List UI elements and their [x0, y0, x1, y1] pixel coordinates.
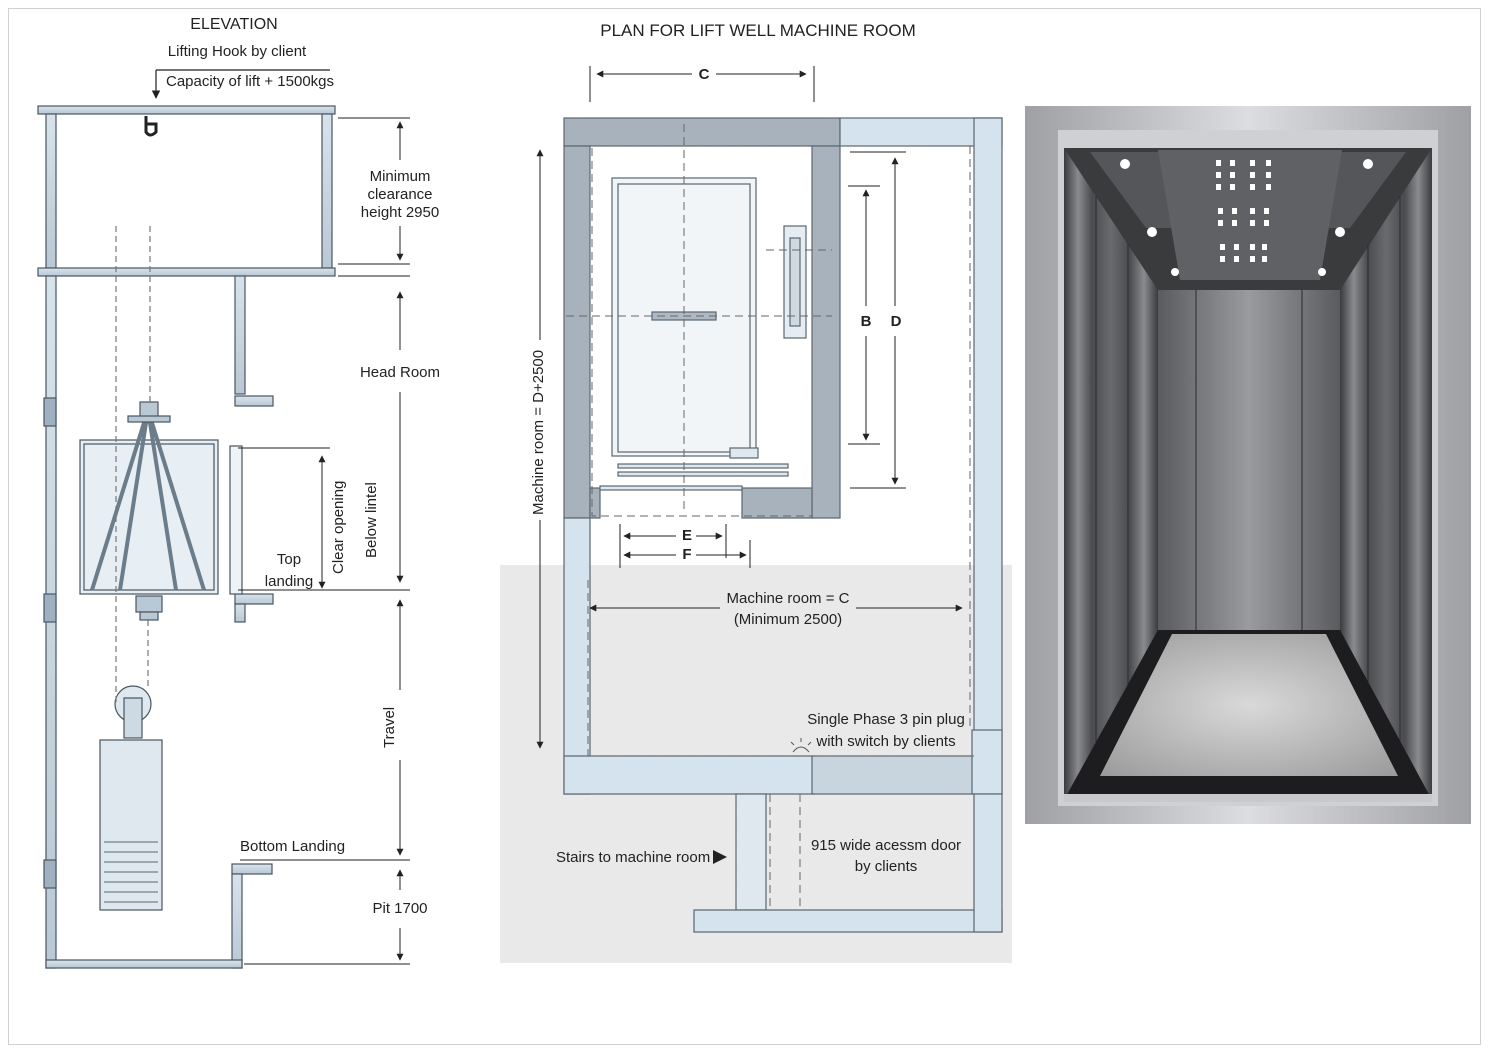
lift-cabin-illustration: [1025, 106, 1471, 824]
clearance-label-line2: clearance: [367, 186, 433, 203]
capacity-label: Capacity of lift + 1500kgs: [165, 73, 335, 90]
machine-room-width-line2: (Minimum 2500): [733, 611, 843, 628]
pit-label: Pit 1700: [372, 900, 428, 917]
dim-b-label: B: [860, 313, 872, 330]
travel-label: Travel: [381, 706, 398, 748]
dim-c-label: C: [698, 66, 710, 83]
stairs-label: Stairs to machine room: [556, 849, 711, 866]
plan-title: PLAN FOR LIFT WELL MACHINE ROOM: [600, 21, 916, 40]
bottom-landing-label: Bottom Landing: [240, 838, 346, 855]
clearance-label-line3: height 2950: [360, 204, 440, 221]
plug-label-line2: with switch by clients: [816, 733, 956, 750]
plan-dimensions: [536, 66, 963, 749]
elevation-dimensions: [238, 117, 410, 965]
dim-d-label: D: [890, 313, 902, 330]
top-landing-label-line2: landing: [264, 573, 314, 590]
dim-e-label: E: [681, 527, 693, 544]
elevation-title: ELEVATION: [190, 16, 278, 33]
machine-room-depth-label: Machine room = D+2500: [530, 349, 547, 515]
clear-opening-label: Clear opening: [330, 480, 347, 574]
clearance-label-line1: Minimum: [369, 168, 431, 185]
ceiling-light-grid: [1216, 160, 1271, 262]
door-label-line1: 915 wide acessm door: [810, 837, 962, 854]
dim-f-label: F: [682, 546, 692, 563]
hook-label: Lifting Hook by client: [167, 43, 307, 60]
top-landing-label-line1: Top: [276, 551, 302, 568]
plug-label-line1: Single Phase 3 pin plug: [807, 711, 965, 728]
plan-drawing: [500, 117, 1012, 963]
page-frame: [8, 8, 1481, 1045]
head-room-label: Head Room: [359, 364, 441, 381]
door-label-line2: by clients: [854, 858, 918, 875]
machine-room-width-line1: Machine room = C: [726, 590, 850, 607]
elevation-drawing: [37, 69, 336, 969]
below-lintel-label: Below lintel: [363, 482, 380, 558]
